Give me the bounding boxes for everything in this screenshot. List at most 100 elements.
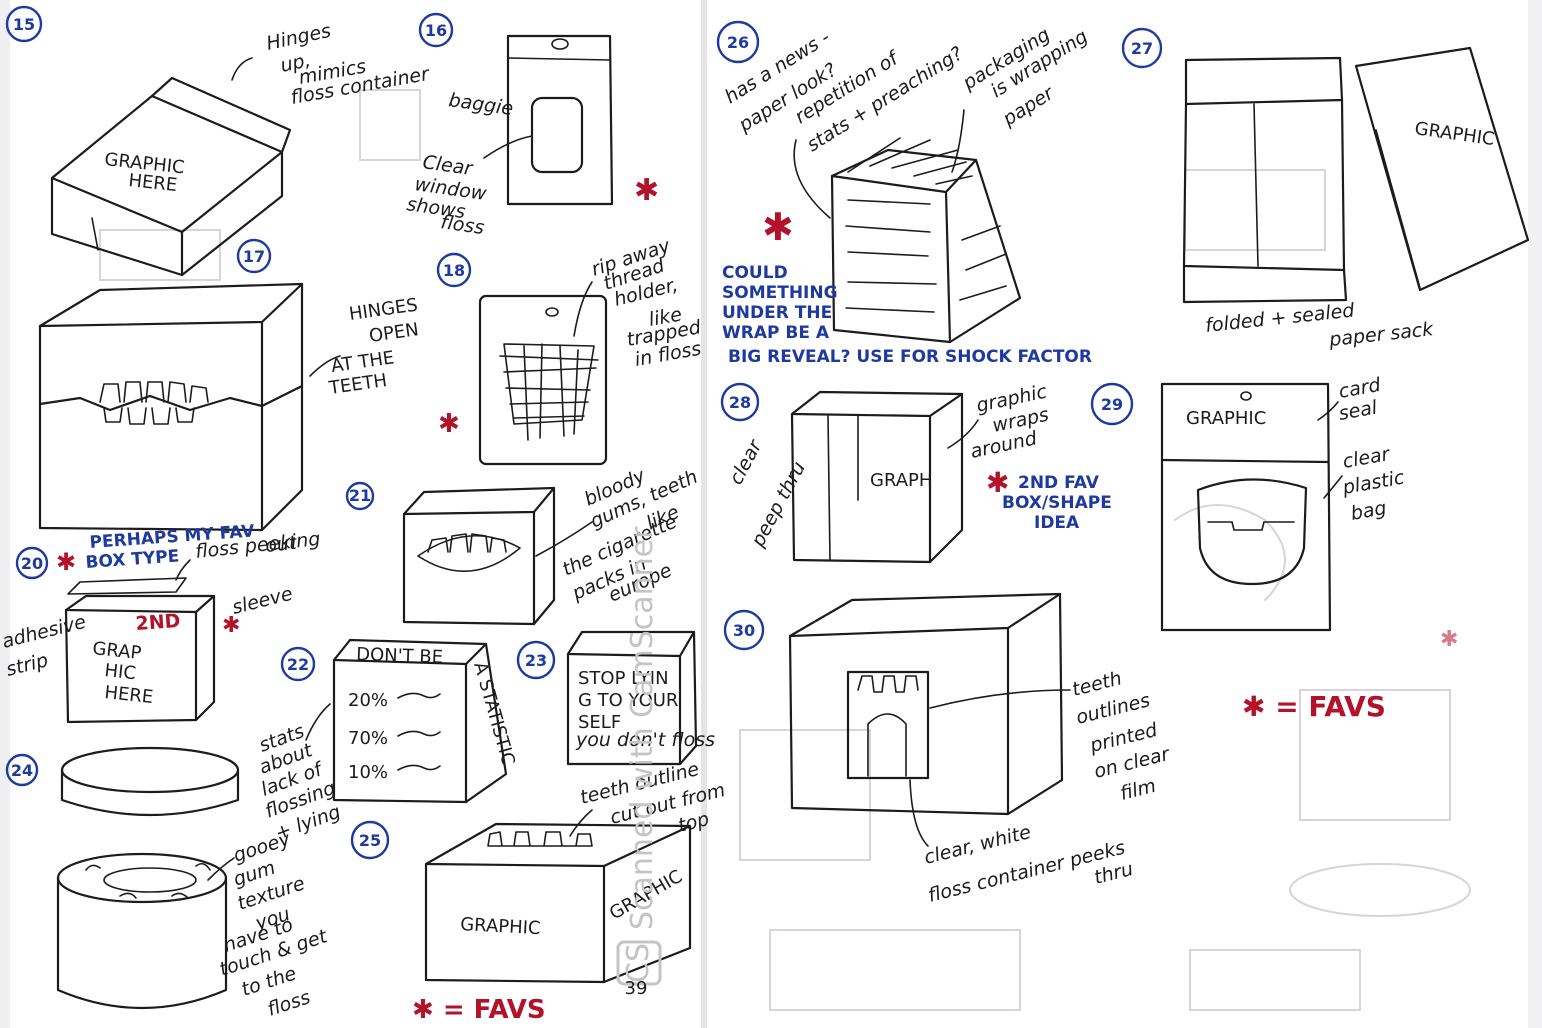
annotation-arrow <box>535 521 593 557</box>
stat: 70% <box>348 728 388 749</box>
right-page-edge <box>1528 0 1542 1028</box>
number-circle <box>436 252 472 288</box>
gum-texture <box>85 862 211 899</box>
annotation-arrow <box>207 857 235 881</box>
sack-fold-bottom <box>1182 264 1348 304</box>
left-page-edge <box>0 0 10 1028</box>
box-side <box>260 282 304 532</box>
fav-note: BOX/SHAPE <box>1002 493 1112 513</box>
box-side <box>464 642 508 804</box>
plastic-bag <box>1160 382 1332 632</box>
sketch-number: 23 <box>525 651 547 670</box>
number-circle <box>1121 27 1163 69</box>
container-lid <box>1207 521 1295 531</box>
graphic-label: HIC <box>103 660 136 684</box>
sketch-29: 29 GRAPHIC card seal clear plastic bag <box>1090 374 1407 632</box>
annotation-arrow <box>569 809 593 837</box>
lid-rim <box>60 768 240 817</box>
sketch-number: 27 <box>1131 39 1153 58</box>
hang-hole <box>551 38 569 50</box>
thread-holder-card <box>478 294 608 466</box>
fav-star-icon: ✱ <box>56 548 76 576</box>
annotation-arrow <box>1317 401 1339 421</box>
number-circle <box>280 646 316 682</box>
sketch-number: 17 <box>243 247 265 266</box>
graphic-label: GRAPHIC <box>1186 408 1266 429</box>
wrap-folds <box>847 137 973 185</box>
annotation-arrow <box>793 139 831 219</box>
fav-star-icon: ✱ <box>634 173 659 208</box>
clear-window <box>846 670 930 780</box>
sketch-number: 15 <box>13 15 35 34</box>
floss-container <box>1196 478 1308 586</box>
fav-note: SOMETHING <box>722 283 838 303</box>
sketch-number: 16 <box>425 21 447 40</box>
box-text: G TO YOUR <box>578 690 678 711</box>
hang-hole <box>1240 391 1252 401</box>
box-front <box>566 652 682 766</box>
number-circle <box>1090 382 1134 426</box>
annotation-arrow <box>309 355 341 377</box>
favs-key: ✱ = FAVS <box>1242 690 1386 723</box>
box-front <box>790 412 932 564</box>
sketch-number: 21 <box>349 486 371 505</box>
stat-scribbles <box>397 692 441 771</box>
fav-star-icon: ✱ <box>1440 627 1458 652</box>
teeth-top <box>99 381 209 403</box>
box-front <box>332 658 468 804</box>
sketch-number: 24 <box>11 761 33 780</box>
card-seal-edge <box>1160 458 1330 464</box>
sketch-number: 28 <box>729 393 751 412</box>
number-circle <box>720 382 760 422</box>
number-circle <box>236 238 272 274</box>
box-side <box>532 486 556 626</box>
annotation-arrow <box>947 419 979 449</box>
number-circle <box>516 640 556 680</box>
number-circle <box>345 481 375 511</box>
peep-window <box>827 415 859 561</box>
box-front <box>424 862 606 984</box>
thread-frame <box>503 343 595 425</box>
bleed-through <box>99 89 1471 1011</box>
annotation-arrow <box>483 135 533 159</box>
fav-note: IDEA <box>1034 513 1080 533</box>
number-circle <box>723 609 765 651</box>
floss-threads <box>499 343 599 441</box>
annotation-arrow <box>909 779 929 847</box>
sleeve-side <box>194 594 216 722</box>
box-text: STOP LYIN <box>578 668 669 689</box>
sleeve-front <box>64 608 198 724</box>
wrapped-box-front <box>830 174 952 344</box>
camscanner-watermark: CS Scanned with CamScanner <box>616 526 662 986</box>
gum-center <box>103 867 197 893</box>
baggie-seal <box>507 57 611 61</box>
graphic-label: HERE <box>127 170 178 196</box>
bloody-gums-mouth <box>417 534 521 573</box>
floss-container <box>867 713 907 777</box>
box-side <box>1006 592 1064 816</box>
stat: 10% <box>348 762 388 783</box>
teeth-cutout <box>487 831 593 847</box>
box-header: DON'T BE <box>356 644 444 668</box>
sack-body <box>1182 98 1346 272</box>
watermark-badge <box>616 940 662 986</box>
annotation-arrow <box>231 57 253 81</box>
newspaper-lines <box>845 199 1007 313</box>
teeth-bottom <box>103 407 195 425</box>
annotation-arrow <box>929 689 1071 709</box>
fav-note: COULD <box>722 263 788 283</box>
annotation-arrow <box>1323 475 1343 499</box>
sack-seam <box>1253 103 1259 267</box>
baggie-outline <box>506 34 614 206</box>
teeth-outline-film <box>857 675 919 693</box>
number-circle <box>716 20 760 64</box>
teeth <box>427 533 507 553</box>
clear-window <box>530 96 584 174</box>
number-circle <box>418 12 454 48</box>
tub-body <box>56 876 228 1010</box>
sketch-number: 18 <box>443 261 465 280</box>
sketch-number: 20 <box>21 554 43 573</box>
graphic-label: GRAP <box>91 638 142 664</box>
